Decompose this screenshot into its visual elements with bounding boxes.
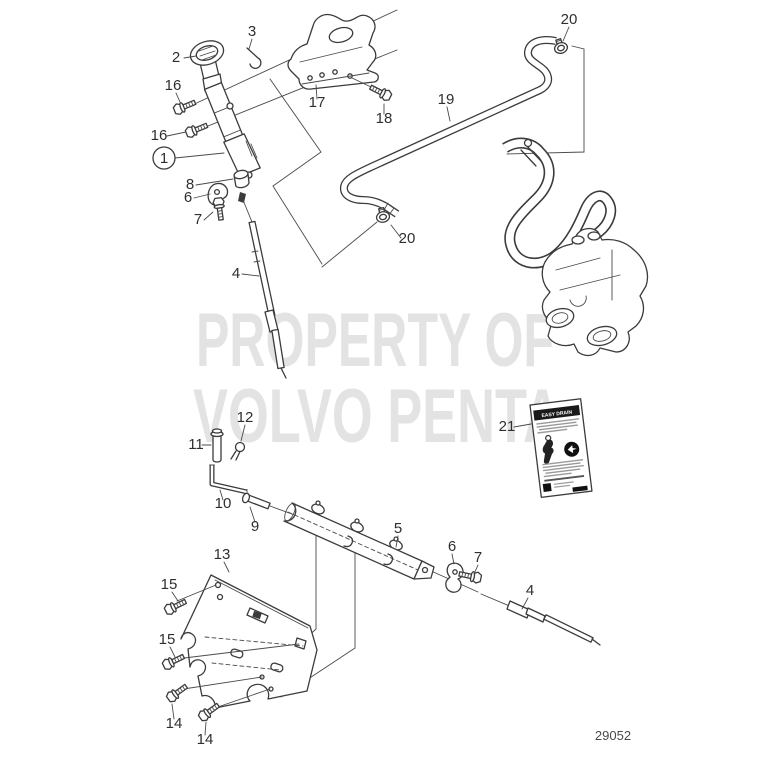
callout-10: 10: [215, 495, 232, 512]
callout-1-circle: [152, 146, 176, 170]
part-12-ring-clip-drawing: [230, 441, 246, 461]
callout-20-top: 20: [561, 11, 578, 28]
part-7-screw-upper-drawing: [211, 196, 228, 222]
part-17-bracket-drawing: [287, 13, 379, 90]
callout-13: 13: [214, 546, 231, 563]
callout-19: 19: [438, 91, 455, 108]
part-13-bracket-drawing: [175, 574, 318, 711]
callout-17: 17: [309, 94, 326, 111]
callout-15-upper: 15: [161, 576, 178, 593]
hose-assembly-detail-drawing: [502, 137, 649, 357]
watermark-line-1: PROPERTY OF: [196, 298, 554, 383]
watermark-line-2: VOLVO PENTA: [193, 374, 561, 459]
callout-18: 18: [376, 110, 393, 127]
callout-1: 1: [160, 150, 168, 167]
callout-6-lower: 6: [448, 538, 456, 555]
callout-16-lower: 16: [151, 127, 168, 144]
part-16-screws-drawing: [171, 96, 210, 140]
figure-number: 29052: [595, 728, 631, 743]
part-4-dipstick-upper-drawing: [238, 192, 287, 379]
part-10-l-key-drawing: [209, 464, 248, 495]
callout-9: 9: [251, 518, 259, 535]
callout-labels: 2 3 16 16 1 8 6 7 4 17 18 19 20 20 21 11…: [151, 11, 578, 748]
part-21-decal-drawing: EASY DRAIN: [529, 398, 593, 498]
decal-drain-illustration: [542, 434, 554, 464]
callout-leaders: [166, 26, 570, 736]
decal-title: EASY DRAIN: [541, 409, 573, 419]
part-11-pin-drawing: [210, 428, 224, 463]
part-4-cable-lower-drawing: [480, 593, 601, 646]
callout-16-upper: 16: [165, 77, 182, 94]
callout-7-upper: 7: [194, 211, 202, 228]
callout-8: 8: [186, 176, 194, 193]
part-18-screw-drawing: [351, 77, 394, 103]
callout-7-lower: 7: [474, 549, 482, 566]
callout-3: 3: [248, 23, 256, 40]
callout-6-upper: 6: [184, 189, 192, 206]
callout-5: 5: [394, 520, 402, 537]
callout-14-right: 14: [197, 731, 214, 748]
part-19-hose-drawing: [340, 36, 557, 218]
part-5-conduit-drawing: [283, 500, 435, 580]
callout-4-lower: 4: [526, 582, 534, 599]
decal-arrow-icon: [564, 441, 580, 457]
part-6-clamp-lower-drawing: [445, 562, 464, 593]
callout-20-mid: 20: [399, 230, 416, 247]
callout-4-upper: 4: [232, 265, 240, 282]
property-watermark: PROPERTY OF VOLVO PENTA: [193, 298, 561, 459]
callout-14-left: 14: [166, 715, 183, 732]
part-1-filler-tube-drawing: [203, 81, 261, 179]
part-2-dipstick-cap-drawing: [189, 40, 225, 92]
callout-2: 2: [172, 49, 180, 66]
callout-21: 21: [499, 418, 516, 435]
callout-12: 12: [237, 409, 254, 426]
part-8-bushing-drawing: [233, 169, 250, 189]
callout-15-lower: 15: [159, 631, 176, 648]
part-3-clip-drawing: [246, 47, 262, 69]
callout-11: 11: [188, 436, 204, 453]
